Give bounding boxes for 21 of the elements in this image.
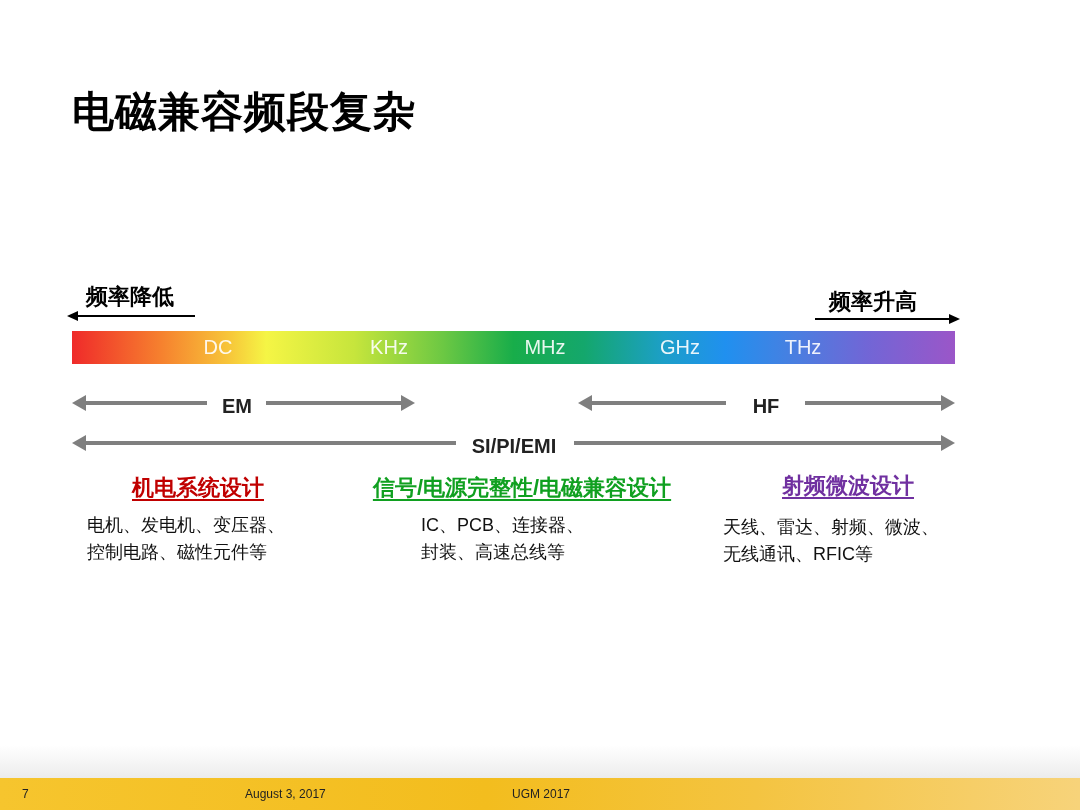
footer-text: 7 [22,787,29,801]
slide-title: 电磁兼容频段复杂 [72,87,416,137]
frequency-unit: MHz [524,335,566,359]
footer-text: August 3, 2017 [245,787,326,801]
range-label: HF [752,394,780,419]
category-heading: 机电系统设计 [132,474,264,502]
frequency-spectrum-band [72,331,955,364]
frequency-unit: KHz [370,335,408,359]
direction-label: 频率降低 [86,283,174,311]
category-description: 天线、雷达、射频、微波、无线通讯、RFIC等 [723,516,940,566]
range-label: SI/PI/EMI [471,434,557,459]
category-description: IC、PCB、连接器、封装、高速总线等 [421,514,585,564]
footer-text: UGM 2017 [512,787,571,801]
direction-label: 频率升高 [829,288,917,316]
category-description: 电机、发电机、变压器、控制电路、磁性元件等 [87,514,286,564]
range-label: EM [222,394,252,419]
frequency-unit: DC [203,335,233,359]
frequency-unit: GHz [660,335,700,359]
category-heading: 信号/电源完整性/电磁兼容设计 [372,474,672,502]
frequency-unit: THz [784,335,822,359]
category-heading: 射频微波设计 [782,472,914,500]
